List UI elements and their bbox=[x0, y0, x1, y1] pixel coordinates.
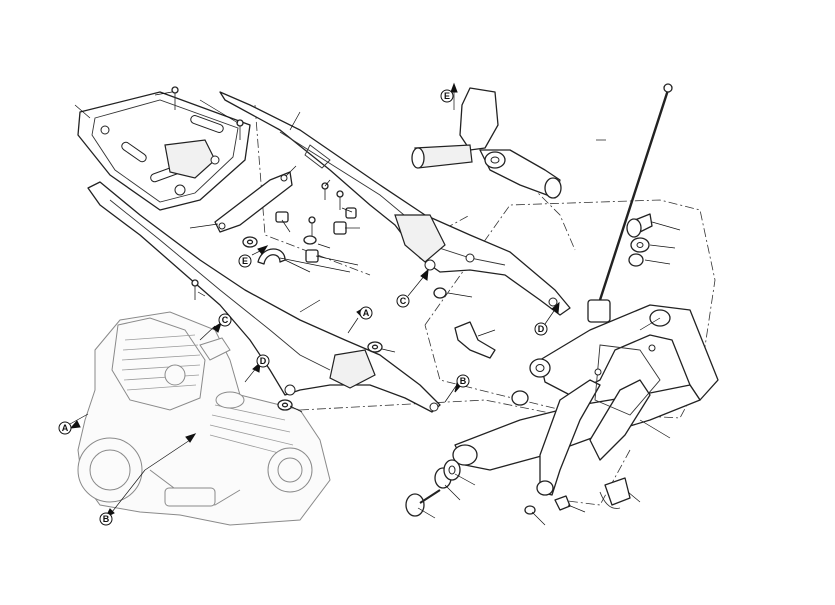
marker-d-frame: D bbox=[534, 301, 560, 336]
triangle-arrow-icon bbox=[450, 82, 458, 93]
marker-label: B bbox=[103, 514, 110, 524]
engine-ghost bbox=[77, 311, 331, 526]
marker-c-engine: C bbox=[199, 313, 232, 341]
pivot-parts-right bbox=[626, 213, 653, 267]
upper-frame-rail bbox=[219, 91, 571, 316]
marker-label: E bbox=[444, 91, 450, 101]
marker-label: C bbox=[222, 315, 229, 325]
triangle-arrow-icon bbox=[212, 321, 222, 333]
marker-d-engine: D bbox=[244, 354, 270, 383]
marker-label: B bbox=[460, 376, 467, 386]
rear-frame bbox=[452, 299, 719, 496]
marker-b-frame: B bbox=[444, 374, 470, 403]
cable-clip bbox=[454, 321, 496, 359]
triangle-arrow-icon bbox=[69, 420, 81, 429]
triangle-arrow-icon bbox=[420, 268, 429, 281]
detail-inset-e bbox=[411, 87, 562, 199]
marker-label: A bbox=[363, 308, 370, 318]
marker-label: D bbox=[538, 324, 545, 334]
marker-label: E bbox=[242, 256, 248, 266]
marker-b-engine: B bbox=[99, 433, 197, 526]
triangle-arrow-icon bbox=[257, 245, 269, 255]
marker-label: D bbox=[260, 356, 267, 366]
leader-lines bbox=[74, 91, 681, 526]
marker-a-frame: A bbox=[347, 306, 373, 334]
pivot-parts-bottom bbox=[405, 459, 631, 517]
lower-frame-rail bbox=[87, 181, 441, 413]
marker-c-frame: C bbox=[396, 268, 429, 308]
marker-e-top: E bbox=[440, 82, 458, 110]
marker-label: A bbox=[62, 423, 69, 433]
marker-e-left: E bbox=[238, 245, 269, 268]
marker-a-engine: A bbox=[58, 413, 89, 435]
triangle-arrow-icon bbox=[185, 433, 197, 443]
triangle-arrow-icon bbox=[551, 301, 560, 314]
fasteners bbox=[171, 83, 673, 411]
seat-subframe bbox=[77, 91, 251, 211]
seat-bracket bbox=[214, 171, 293, 233]
marker-label: C bbox=[400, 296, 407, 306]
